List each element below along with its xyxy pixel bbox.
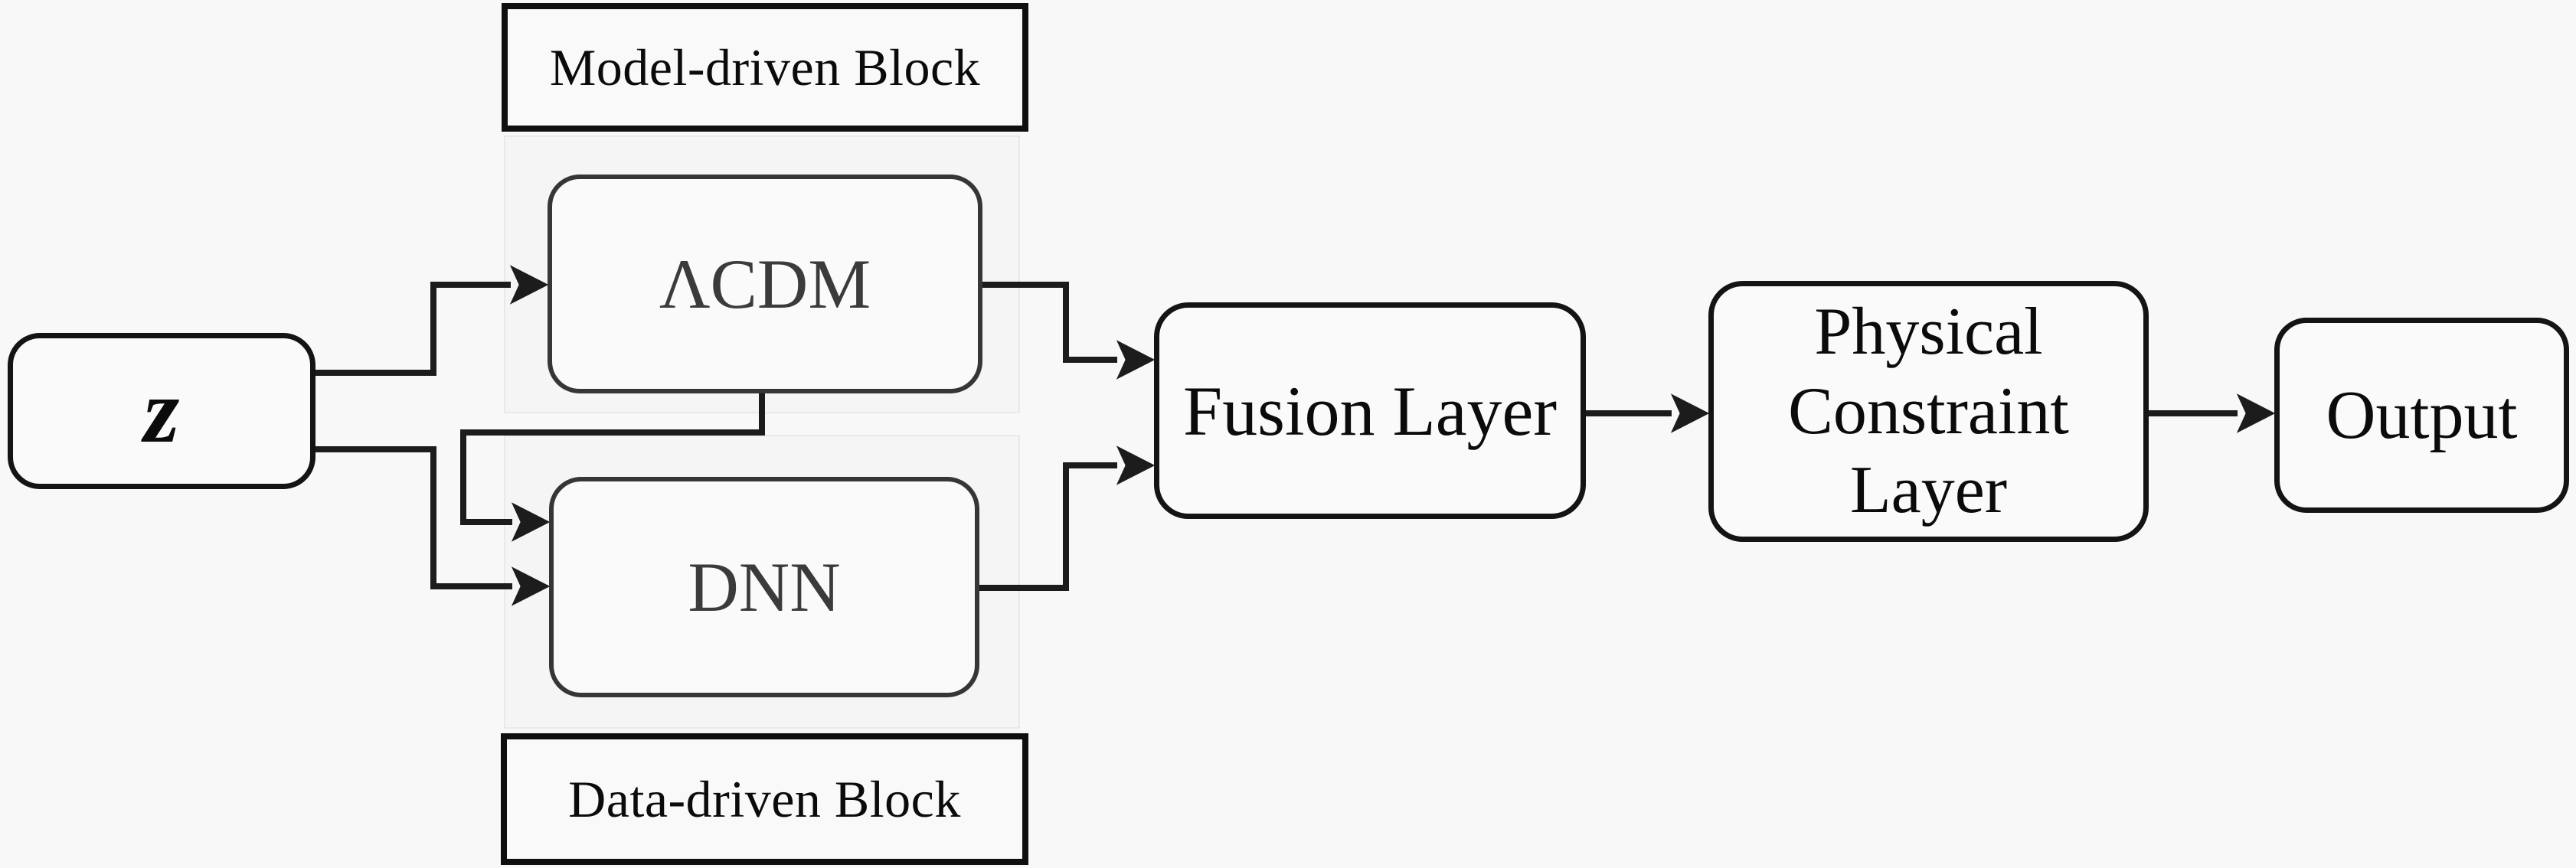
fusion-layer-node: Fusion Layer — [1154, 302, 1586, 519]
dnn-label: DNN — [688, 548, 841, 626]
lcdm-node: ΛCDM — [548, 175, 982, 393]
dnn-node: DNN — [549, 477, 979, 697]
physical-constraint-layer-node: Physical Constraint Layer — [1708, 281, 2149, 542]
connector-dnn-to-fusion — [979, 445, 1156, 591]
connector-z-to-dnn — [315, 446, 551, 606]
data-driven-block-label: Data-driven Block — [501, 733, 1028, 865]
input-z-node: z — [8, 333, 315, 489]
lcdm-label: ΛCDM — [659, 245, 871, 323]
model-driven-block-label: Model-driven Block — [502, 3, 1028, 132]
fusion-layer-label: Fusion Layer — [1182, 371, 1558, 450]
connector-z-to-lcdm — [315, 265, 549, 376]
connector-lcdm-to-fusion — [982, 282, 1156, 380]
output-node: Output — [2274, 318, 2569, 513]
output-label: Output — [2326, 377, 2518, 453]
connector-lcdm-to-dnn — [460, 392, 765, 542]
input-z-label: z — [143, 360, 180, 462]
physical-constraint-layer-label: Physical Constraint Layer — [1788, 294, 2069, 528]
data-driven-block-text: Data-driven Block — [568, 769, 961, 828]
model-driven-block-text: Model-driven Block — [549, 38, 981, 96]
